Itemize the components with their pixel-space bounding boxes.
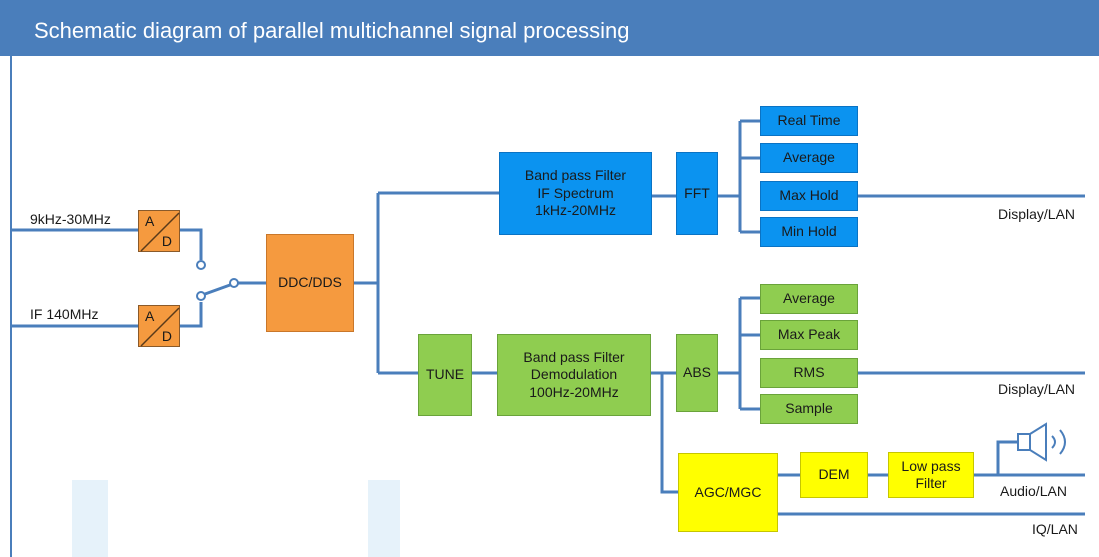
level-max-peak: Max Peak [760, 320, 858, 350]
adc-label-d: D [161, 233, 172, 249]
output-label-display-2: Display/LAN [998, 381, 1076, 397]
adc-label-a: A [145, 213, 155, 229]
block-line: 100Hz-20MHz [529, 383, 619, 400]
level-average: Average [760, 284, 858, 314]
ddc-dds-block: DDC/DDS [266, 234, 354, 332]
diagram-title: Schematic diagram of parallel multichann… [34, 18, 630, 43]
title-bar: Schematic diagram of parallel multichann… [0, 0, 1099, 56]
bandpass-filter-demod-block: Band pass Filter Demodulation 100Hz-20MH… [497, 334, 651, 416]
mode-min-hold: Min Hold [760, 217, 858, 247]
abs-block: ABS [676, 334, 718, 412]
adc-label-a: A [145, 308, 155, 324]
mode-real-time: Real Time [760, 106, 858, 136]
input-label-if: IF 140MHz [30, 306, 99, 322]
block-line: Low pass [901, 457, 961, 474]
adc-block-1: A D [138, 210, 180, 252]
level-sample: Sample [760, 394, 858, 424]
background-shade [368, 480, 400, 557]
tune-block: TUNE [418, 334, 472, 416]
mode-average: Average [760, 143, 858, 173]
output-label-display-1: Display/LAN [998, 206, 1076, 222]
dem-block: DEM [800, 452, 868, 498]
output-label-iq: IQ/LAN [1032, 521, 1078, 537]
mode-max-hold: Max Hold [760, 181, 858, 211]
block-line: Demodulation [530, 366, 618, 383]
fft-block: FFT [676, 152, 718, 235]
background-shade [72, 480, 108, 557]
block-line: IF Spectrum [537, 184, 614, 201]
level-rms: RMS [760, 358, 858, 388]
block-line: Filter [915, 475, 947, 491]
block-line: Band pass Filter [524, 167, 627, 184]
frame-border [10, 56, 12, 557]
block-line: 1kHz-20MHz [535, 202, 616, 219]
block-line: Band pass Filter [523, 348, 625, 365]
bandpass-filter-if-block: Band pass Filter IF Spectrum 1kHz-20MHz [499, 152, 652, 235]
output-label-audio: Audio/LAN [1000, 483, 1067, 499]
agc-mgc-block: AGC/MGC [678, 453, 778, 532]
adc-label-d: D [161, 328, 172, 344]
input-label-9khz: 9kHz-30MHz [30, 211, 111, 227]
adc-block-2: A D [138, 305, 180, 347]
lowpass-filter-block: Low pass Filter [888, 452, 974, 498]
